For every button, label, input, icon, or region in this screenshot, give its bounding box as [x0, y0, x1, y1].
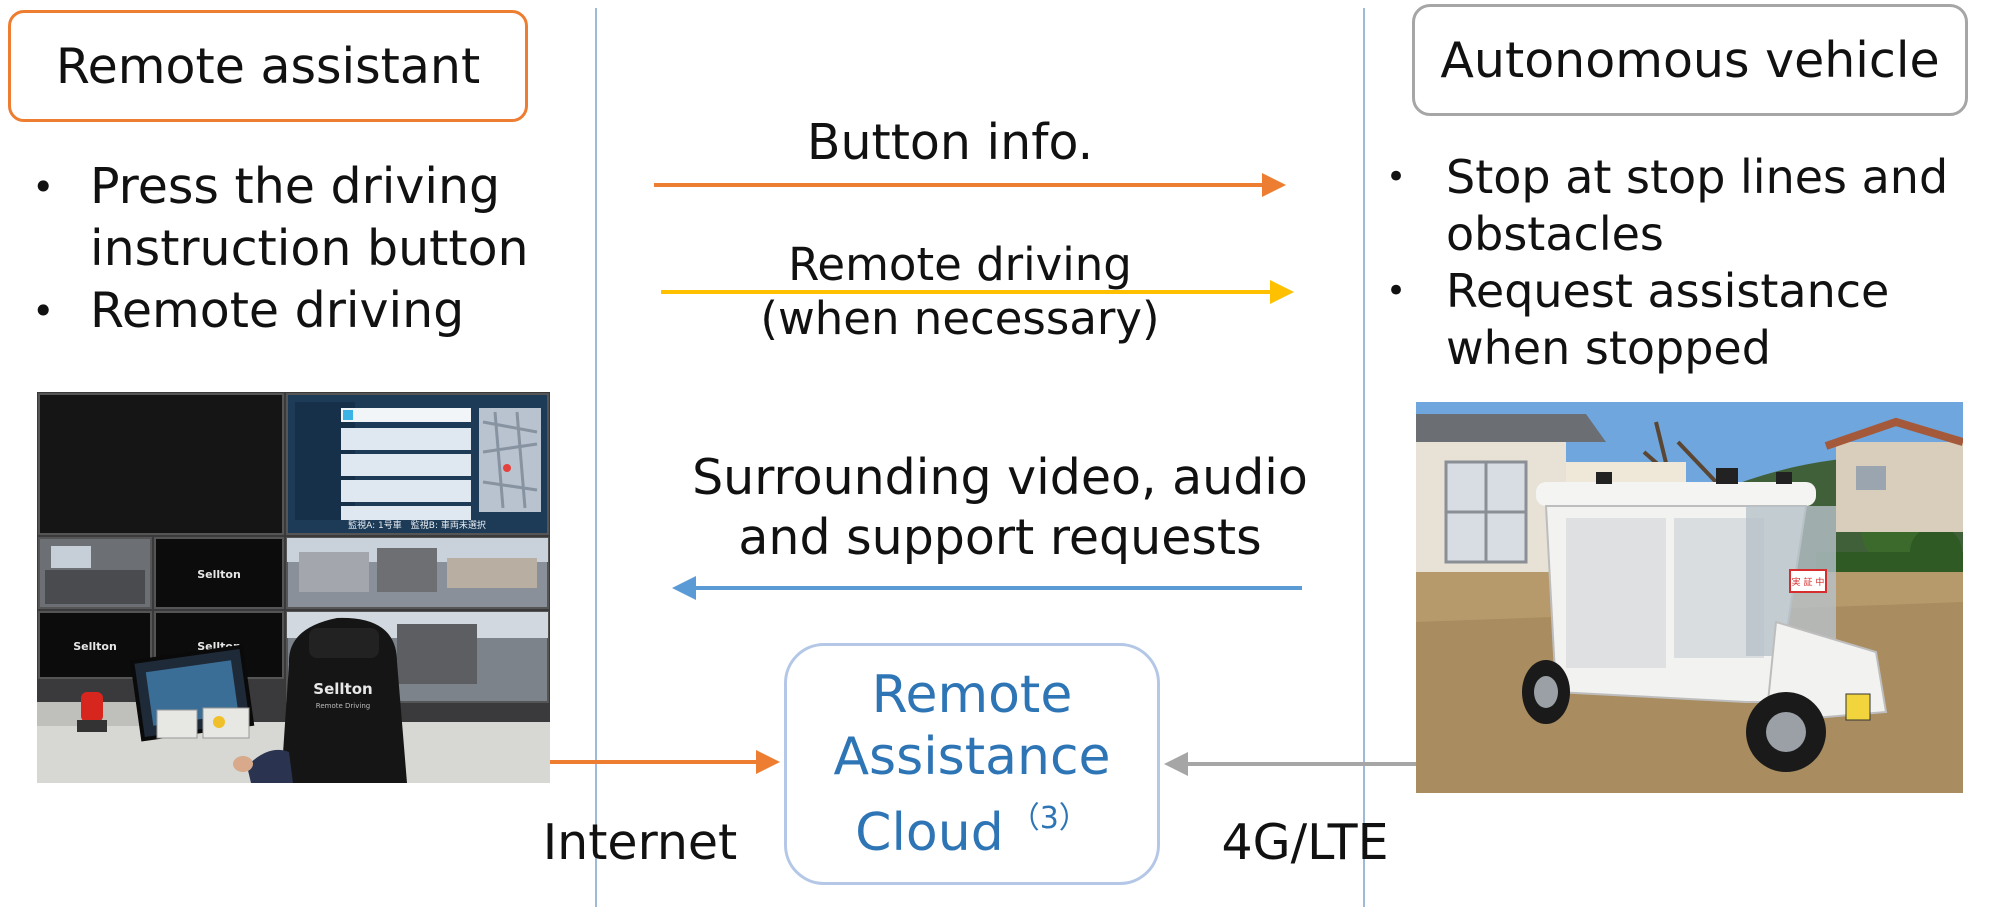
lte-label: 4G/LTE [1221, 814, 1389, 871]
chair-sub-text: Remote Driving [316, 702, 370, 710]
remote-assistance-cloud-box: Remote Assistance Cloud（3） [784, 643, 1160, 885]
remote-assistant-title: Remote assistant [55, 37, 481, 95]
internet-label: Internet [542, 814, 738, 871]
remote-driving-label: Remote driving (when necessary) [760, 238, 1160, 345]
remote-assistant-box: Remote assistant [8, 10, 528, 122]
remote-assistant-bullet: Remote driving [10, 280, 570, 342]
remote-assistant-bullets: Press the driving instruction button Rem… [10, 156, 570, 342]
divider-left [595, 8, 597, 907]
brand-text: Sellton [197, 568, 241, 581]
autonomous-vehicle-photo: 実 証 中 [1416, 402, 1963, 793]
button-info-label: Button info. [806, 114, 1094, 171]
brand-text: Sellton [73, 640, 117, 653]
vehicle-sign-text: 実 証 中 [1792, 576, 1825, 588]
autonomous-vehicle-bullet: Request assistance when stopped [1370, 263, 2010, 377]
cloud-note: （3） [1009, 801, 1089, 836]
autonomous-vehicle-box: Autonomous vehicle [1412, 4, 1968, 116]
chair-brand-text: Sellton [313, 680, 372, 698]
remote-assistant-bullet: Press the driving instruction button [10, 156, 570, 280]
divider-right [1363, 8, 1365, 907]
surrounding-label: Surrounding video, audio and support req… [692, 449, 1308, 566]
autonomous-vehicle-bullets: Stop at stop lines and obstacles Request… [1370, 149, 2010, 377]
remote-operations-photo: 監視A: 1号車 監視B: 車両未選択 Sellton Sellton Sell… [37, 392, 550, 783]
cloud-label: Remote Assistance Cloud（3） [833, 665, 1111, 863]
autonomous-vehicle-bullet: Stop at stop lines and obstacles [1370, 149, 2010, 263]
monitor-caption: 監視A: 1号車 監視B: 車両未選択 [348, 519, 486, 531]
autonomous-vehicle-title: Autonomous vehicle [1440, 31, 1940, 89]
